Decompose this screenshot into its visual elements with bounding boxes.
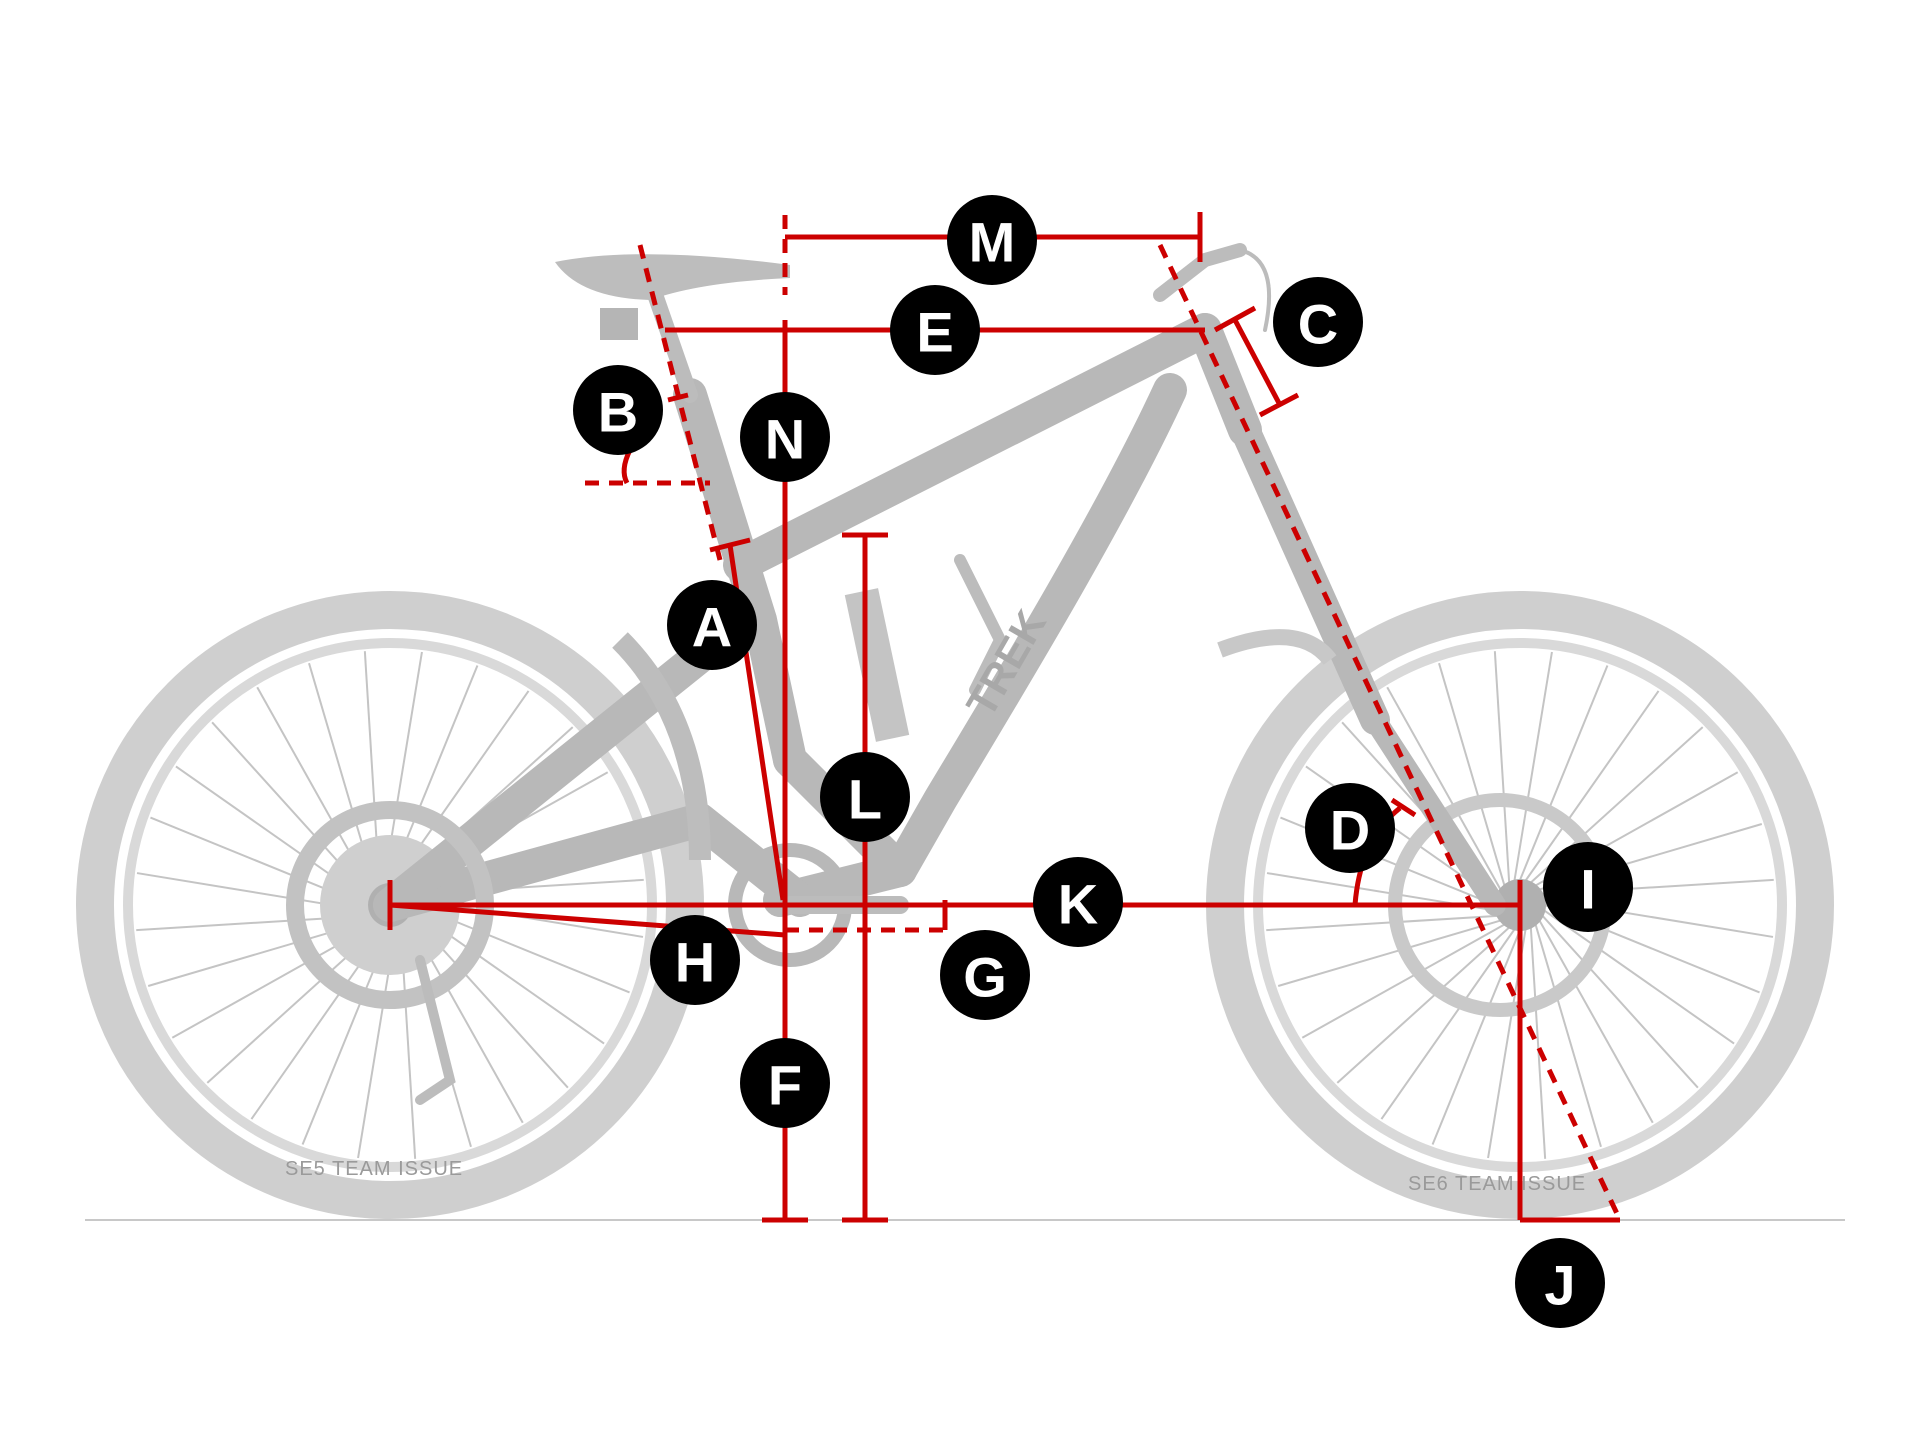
badge-M: M bbox=[947, 195, 1037, 285]
badge-D: D bbox=[1305, 783, 1395, 873]
badge-B: B bbox=[573, 365, 663, 455]
spoke bbox=[1538, 920, 1654, 1124]
badge-H: H bbox=[650, 915, 740, 1005]
svg-text:I: I bbox=[1580, 858, 1596, 921]
rear-tire-label: SE5 TEAM ISSUE bbox=[285, 1158, 463, 1180]
spoke bbox=[1301, 923, 1505, 1039]
spoke bbox=[1386, 686, 1502, 890]
badge-N: N bbox=[740, 392, 830, 482]
svg-text:B: B bbox=[598, 381, 638, 444]
svg-text:C: C bbox=[1298, 293, 1338, 356]
svg-text:E: E bbox=[916, 301, 953, 364]
frame: TREK bbox=[286, 243, 1506, 1105]
svg-text:A: A bbox=[692, 596, 732, 659]
badge-K: K bbox=[1033, 857, 1123, 947]
spoke bbox=[1431, 929, 1521, 1145]
badge-E: E bbox=[890, 285, 980, 375]
badge-C: C bbox=[1273, 277, 1363, 367]
spoke bbox=[1493, 651, 1511, 883]
badge-G: G bbox=[940, 930, 1030, 1020]
spoke bbox=[1266, 914, 1498, 932]
front-tire-label: SE6 TEAM ISSUE bbox=[1408, 1173, 1586, 1195]
spoke bbox=[1534, 924, 1602, 1148]
svg-text:H: H bbox=[675, 931, 715, 994]
svg-text:J: J bbox=[1544, 1254, 1575, 1317]
spoke bbox=[1519, 665, 1609, 881]
svg-text:D: D bbox=[1330, 799, 1370, 862]
badge-F: F bbox=[740, 1038, 830, 1128]
spoke bbox=[1543, 909, 1735, 1045]
badge-J: J bbox=[1515, 1238, 1605, 1328]
spoke bbox=[1438, 662, 1506, 886]
spoke bbox=[1336, 926, 1510, 1084]
svg-text:F: F bbox=[768, 1054, 802, 1117]
spoke bbox=[1380, 928, 1516, 1120]
svg-text:M: M bbox=[969, 211, 1016, 274]
spoke bbox=[1541, 915, 1699, 1089]
svg-text:L: L bbox=[848, 768, 882, 831]
svg-text:K: K bbox=[1058, 873, 1098, 936]
bike-illustration: SE5 TEAM ISSUE SE6 TEAM ISSUE bbox=[76, 243, 1834, 1219]
spoke bbox=[1529, 927, 1547, 1159]
svg-text:G: G bbox=[963, 946, 1007, 1009]
spoke bbox=[1524, 690, 1660, 882]
spoke bbox=[1277, 919, 1501, 987]
badge-I: I bbox=[1543, 842, 1633, 932]
svg-text:N: N bbox=[765, 408, 805, 471]
badge-L: L bbox=[820, 752, 910, 842]
spoke bbox=[1513, 651, 1553, 881]
badge-A: A bbox=[667, 580, 757, 670]
